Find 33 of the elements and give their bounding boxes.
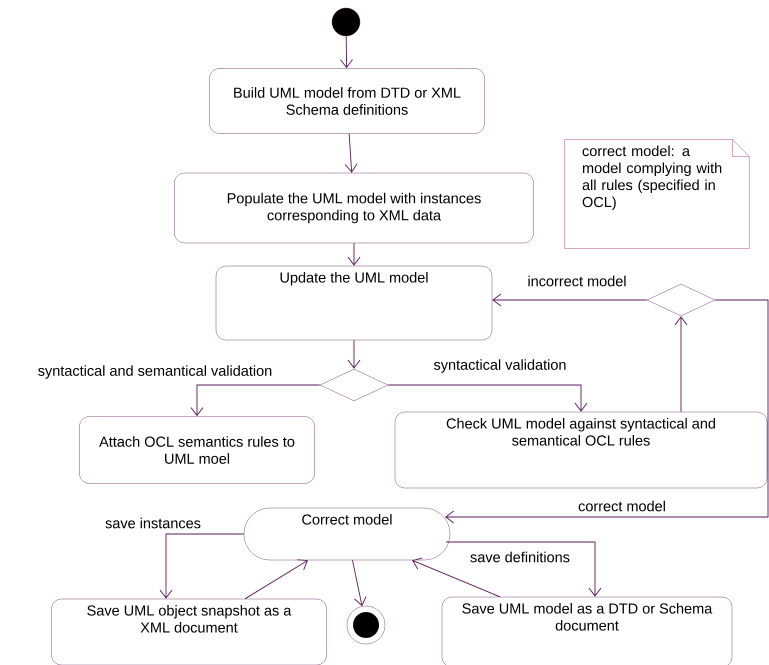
state-box: Correct model xyxy=(244,508,450,560)
arrow xyxy=(340,36,353,68)
decision-diamond xyxy=(320,368,388,402)
edge-label: syntactical and semantical validation xyxy=(36,364,274,380)
activity-box: Update the UML model xyxy=(216,266,492,340)
note: correct model: a model complying with all rules (specified in OCL) xyxy=(564,139,750,249)
arrow xyxy=(352,560,367,606)
edge-label: incorrect model xyxy=(526,274,628,288)
arrow xyxy=(388,384,588,412)
activity-box: Build UML model from DTD or XML Schema definitions xyxy=(209,68,485,134)
arrow xyxy=(190,384,320,416)
arrow xyxy=(412,558,500,598)
arrow xyxy=(348,340,360,369)
decision-diamond xyxy=(646,284,716,316)
edge-label: correct model xyxy=(577,500,667,512)
activity-box: Check UML model against syntactical and semantical OCL rules xyxy=(394,412,768,488)
arrow xyxy=(244,559,308,600)
activity-box: Attach OCL semantics rules to UML moel xyxy=(79,416,315,484)
activity-box: Save UML object snapshot as a XML document xyxy=(51,598,327,665)
arrow xyxy=(446,542,602,597)
arrow xyxy=(674,316,688,412)
arrow xyxy=(445,300,768,524)
arrow xyxy=(344,133,358,173)
edge-label: save instances xyxy=(104,516,202,530)
arrow xyxy=(492,294,648,306)
activity-box: Save UML model as a DTD or Schema document xyxy=(442,596,732,665)
arrow xyxy=(348,242,360,266)
edge-label: save definitions xyxy=(469,550,571,564)
activity-box: Populate the UML model with instances corresponding to XML data xyxy=(174,172,534,244)
edge-label: syntactical validation xyxy=(432,358,568,374)
arrow xyxy=(160,534,244,599)
end-node xyxy=(346,606,386,644)
start-node xyxy=(332,8,360,36)
